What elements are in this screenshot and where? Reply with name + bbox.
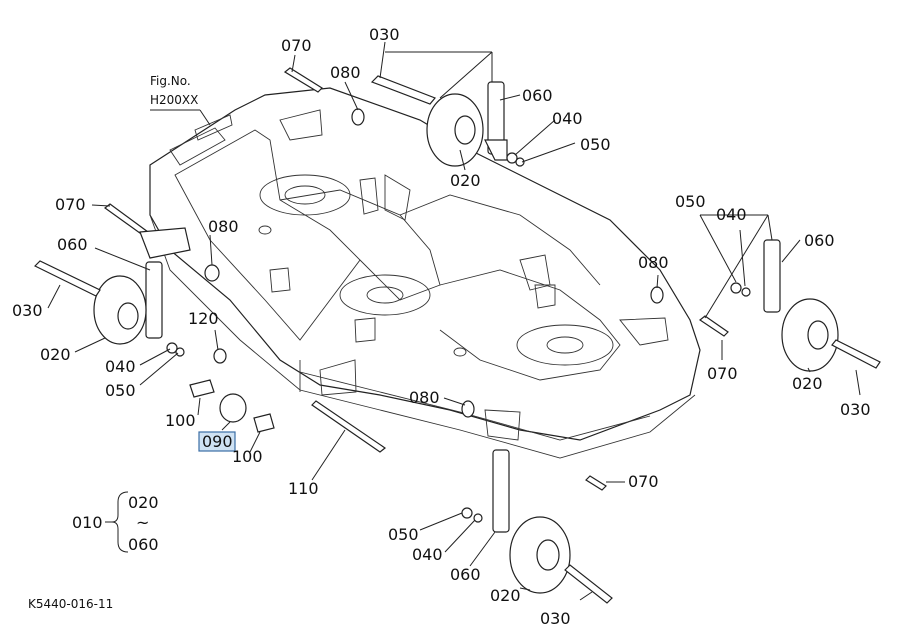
drawing-code: K5440-016-11 [28,597,113,611]
callout-060-left: 060 [57,235,88,254]
callout-030-left: 030 [12,301,43,320]
wheel-assembly-bottom [461,400,613,604]
callout-070-right: 070 [707,364,738,383]
callout-040-left: 040 [105,357,136,376]
bolt-right [831,339,881,369]
callout-050-top: 050 [580,135,611,154]
callout-060-right: 060 [804,231,835,250]
caster-arm-left [145,261,163,339]
callout-050-right: 050 [675,192,706,211]
assembly-to: 060 [128,535,159,554]
callout-070-mid: 070 [628,472,659,491]
callout-040-right: 040 [716,205,747,224]
assembly-tilde: ~ [136,513,149,532]
roller-090 [219,393,247,423]
callout-050-bottom: 050 [388,525,419,544]
callout-120: 120 [188,309,219,328]
callout-040-top: 040 [552,109,583,128]
callout-110: 110 [288,479,319,498]
callout-080-left: 080 [208,217,239,236]
callout-020-left: 020 [40,345,71,364]
callout-070-left: 070 [55,195,86,214]
callout-070-top: 070 [281,36,312,55]
callout-040-bottom: 040 [412,545,443,564]
fig-number: H200XX [150,93,198,107]
callout-030-bottom: 030 [540,609,571,628]
callout-100-b: 100 [232,447,263,466]
callout-060-bottom: 060 [450,565,481,584]
callout-060-top: 060 [522,86,553,105]
callout-020-right: 020 [792,374,823,393]
callout-labels: Fig.No. H200XX 070 030 080 060 040 050 0… [12,25,871,628]
callout-080-top: 080 [330,63,361,82]
callout-030-top: 030 [369,25,400,44]
assembly-parent: 010 [72,513,103,532]
wheel-assembly-right [650,239,881,372]
callout-020-top: 020 [450,171,481,190]
bolt-top [370,75,436,105]
wheel-assembly-top [283,67,525,167]
caster-arm-bottom [492,449,510,533]
leader-lines [47,41,861,601]
callout-100-a: 100 [165,411,196,430]
assembly-key: 010 020 ~ 060 [72,491,159,554]
assembly-from: 020 [128,493,159,512]
callout-090-highlight [198,431,236,452]
callout-050-left: 050 [105,381,136,400]
bolt-left [33,260,101,297]
callout-080-mid: 080 [409,388,440,407]
callout-080-right: 080 [638,253,669,272]
fig-label: Fig.No. [150,74,191,88]
callout-090: 090 [202,432,233,451]
wheel-assembly-left [33,203,387,453]
rod-110 [311,400,387,453]
mower-deck [149,87,701,459]
caster-arm-right [763,239,781,313]
callout-020-bottom: 020 [490,586,521,605]
callout-030-right: 030 [840,400,871,419]
bolt-bottom [564,564,613,604]
